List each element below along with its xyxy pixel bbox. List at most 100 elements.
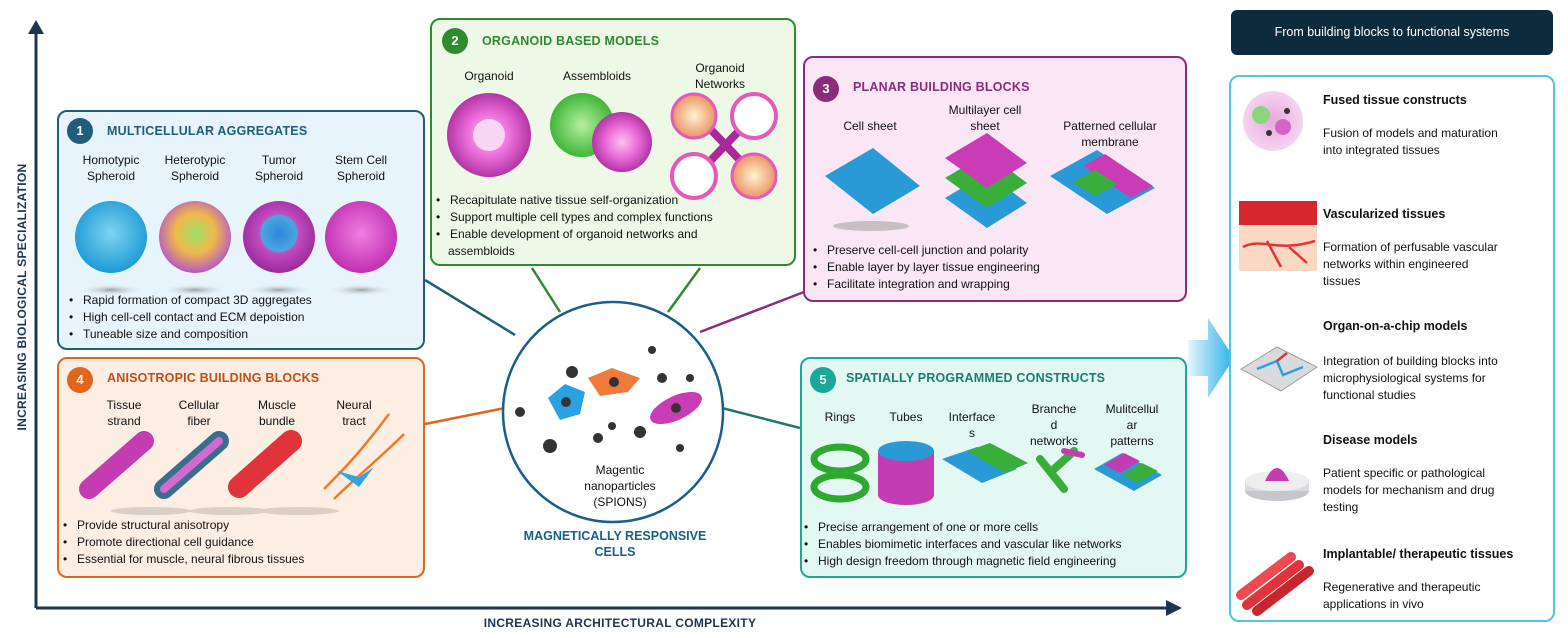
tissue-strand-icon	[79, 431, 154, 499]
panel-title: SPATIALLY PROGRAMMED CONSTRUCTS	[846, 371, 1106, 385]
bullet-continuation: assembloids	[448, 244, 515, 258]
multilayer-sheet-top-icon	[945, 133, 1027, 188]
bullet: Facilitate integration and wrapping	[811, 276, 1040, 293]
vascularized-tissue-icon	[1239, 201, 1317, 271]
panel-bullets: Recapitulate native tissue self-organiza…	[434, 192, 713, 260]
connector-p5	[721, 406, 801, 430]
side-item-title: Implantable/ therapeutic tissues	[1323, 547, 1514, 561]
bullet: Rapid formation of compact 3D aggregates	[67, 292, 312, 309]
panel-bullets: Provide structural anisotropy Promote di…	[61, 517, 304, 568]
connector-p2a	[530, 267, 562, 313]
fused-tissue-icon	[1243, 91, 1303, 151]
panel-title: MULTICELLULAR AGGREGATES	[107, 124, 308, 138]
bullet: Enable development of organoid networks …	[434, 226, 713, 243]
disease-model-icon	[1245, 468, 1309, 501]
panel-bullets: Preserve cell-cell junction and polarity…	[811, 242, 1040, 293]
cell-sheet-icon	[825, 148, 920, 214]
panel-organoid-based-models: 2 ORGANOID BASED MODELS Organoid Assembl…	[430, 18, 796, 266]
x-axis-label: INCREASING ARCHITECTURAL COMPLEXITY	[483, 616, 757, 630]
panel-bullets: Precise arrangement of one or more cells…	[802, 519, 1121, 570]
ring-icon	[810, 443, 870, 475]
homotypic-spheroid-icon	[75, 201, 147, 273]
assembloid-pink-icon	[592, 112, 652, 172]
connector-p1	[424, 278, 516, 337]
bullet: Essential for muscle, neural fibrous tis…	[61, 551, 304, 568]
bullet: Enables biomimetic interfaces and vascul…	[802, 536, 1121, 553]
panel-number-badge: 5	[810, 367, 836, 393]
stem-cell-spheroid-icon	[325, 201, 397, 273]
bullet: Preserve cell-cell junction and polarity	[811, 242, 1040, 259]
panel-number-badge: 1	[67, 118, 93, 144]
panel-number-badge: 2	[442, 28, 468, 54]
organoid-network-node-icon	[670, 92, 718, 140]
sheet-illustrations	[825, 133, 1155, 231]
construct-illustrations	[810, 441, 1162, 505]
panel-number-badge: 4	[67, 367, 93, 393]
item-label-cell-sheet: Cell sheet	[843, 119, 897, 133]
organ-on-chip-icon	[1240, 346, 1318, 392]
heterotypic-spheroid-icon	[159, 201, 231, 273]
side-panel: Fused tissue constructs Fusion of models…	[1229, 75, 1555, 622]
ring-icon	[810, 471, 870, 503]
bullet: Promote directional cell guidance	[61, 534, 304, 551]
organoid-network-node-icon	[730, 152, 778, 200]
item-label-organoid: Organoid	[464, 69, 514, 83]
side-item-title: Organ-on-a-chip models	[1323, 319, 1468, 333]
x-axis-arrowhead	[1166, 600, 1182, 616]
neural-tract-icon	[323, 413, 390, 490]
item-label-assembloids: Assembloids	[562, 69, 632, 83]
bullet: Recapitulate native tissue self-organiza…	[434, 192, 713, 209]
branched-network-icon	[1036, 447, 1078, 493]
side-item-title: Fused tissue constructs	[1323, 93, 1467, 107]
panel-title: ORGANOID BASED MODELS	[482, 34, 660, 48]
item-label-rings: Rings	[824, 410, 856, 424]
interface-icon	[942, 447, 1017, 483]
panel-title: PLANAR BUILDING BLOCKS	[853, 80, 1030, 94]
side-item-title: Vascularized tissues	[1323, 207, 1446, 221]
implantable-tissue-icon	[1236, 552, 1314, 616]
connector-p3	[699, 290, 805, 334]
item-label-tubes: Tubes	[889, 410, 923, 424]
side-item-title: Disease models	[1323, 433, 1418, 447]
side-header-text: From building blocks to functional syste…	[1274, 25, 1510, 39]
panel-bullets: Rapid formation of compact 3D aggregates…	[67, 292, 312, 343]
panel-planar-building-blocks: 3 PLANAR BUILDING BLOCKS Cell sheet Mult…	[803, 56, 1187, 302]
anisotropic-illustrations	[79, 413, 405, 515]
progression-arrow-icon	[1188, 318, 1234, 398]
muscle-bundle-icon	[228, 430, 302, 498]
bullet: High cell-cell contact and ECM depoistio…	[67, 309, 312, 326]
panel-number-badge: 3	[813, 76, 839, 102]
panel-spatially-programmed-constructs: 5 SPATIALLY PROGRAMMED CONSTRUCTS Rings …	[800, 357, 1187, 578]
y-axis-arrowhead	[28, 20, 44, 34]
organoid-network-node-icon	[730, 92, 778, 140]
side-header: From building blocks to functional syste…	[1231, 10, 1553, 55]
tumor-spheroid-icon	[243, 201, 315, 273]
connector-p2b	[666, 267, 702, 313]
connector-p4	[424, 406, 506, 426]
bullet: Precise arrangement of one or more cells	[802, 519, 1121, 536]
organoid-illustrations	[447, 92, 778, 200]
